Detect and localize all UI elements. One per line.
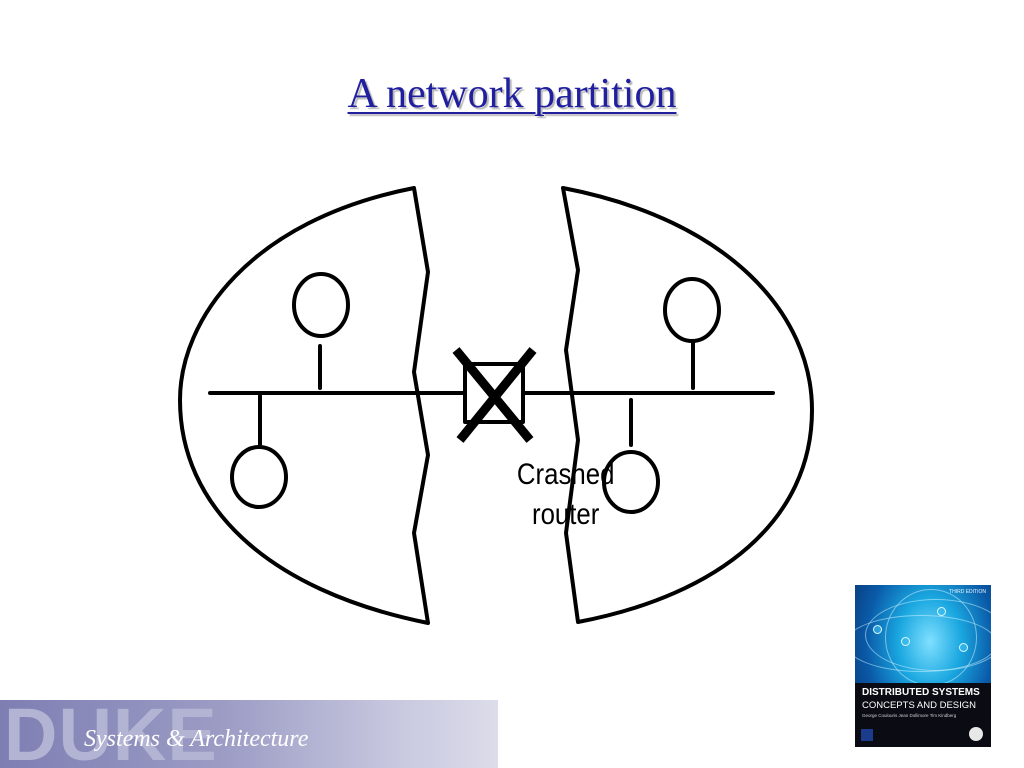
book-title-band bbox=[855, 683, 991, 747]
book-title-line2: CONCEPTS AND DESIGN bbox=[862, 700, 977, 711]
router-label-line1: Crashed bbox=[517, 457, 614, 490]
left-host-top bbox=[292, 272, 350, 338]
left-host-bottom bbox=[230, 445, 288, 509]
left-partition-outline bbox=[178, 186, 430, 625]
footer-caption: Systems & Architecture bbox=[84, 726, 309, 752]
footer-band: DUKE Systems & Architecture bbox=[0, 700, 498, 768]
book-authors: George Coulouris Jean Dollimore Tim Kind… bbox=[862, 713, 957, 718]
book-cover-image: THIRD EDITION DISTRIBUTED SYSTEMS CONCEP… bbox=[855, 585, 991, 747]
duke-logo: DUKE bbox=[4, 700, 218, 768]
router-label-line2: router bbox=[532, 497, 599, 530]
right-host-top bbox=[663, 277, 721, 343]
right-host-bottom bbox=[602, 450, 660, 514]
slide-title: A network partition bbox=[347, 71, 677, 117]
router-box bbox=[463, 362, 525, 424]
cd-disc-icon bbox=[969, 727, 983, 741]
publisher-logo-icon bbox=[861, 729, 873, 741]
book-edition: THIRD EDITION bbox=[949, 589, 986, 595]
globe-node-icon bbox=[873, 625, 882, 634]
globe-node-icon bbox=[937, 607, 946, 616]
right-partition-outline bbox=[561, 186, 814, 624]
globe-node-icon bbox=[959, 643, 968, 652]
book-title-line1: DISTRIBUTED SYSTEMS bbox=[862, 687, 980, 698]
network-partition-diagram: Crashed router bbox=[178, 186, 814, 625]
crash-x-icon bbox=[452, 347, 537, 443]
globe-node-icon bbox=[901, 637, 910, 646]
